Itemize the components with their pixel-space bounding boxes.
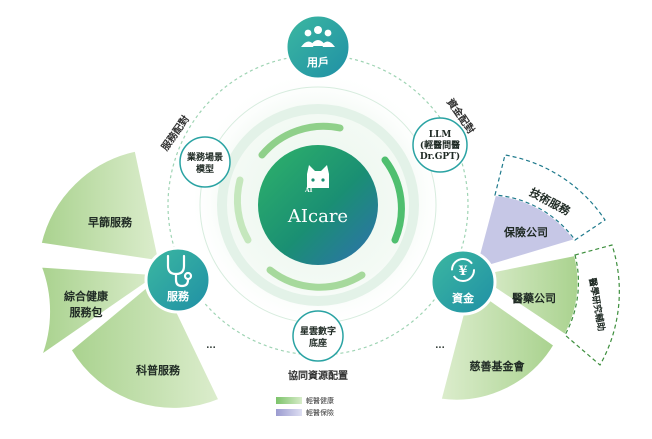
- label-pharma: 醫藥公司: [512, 291, 556, 305]
- right-sectors: 保險公司 技術服務 醫藥公司 醫學研究輔助 慈善基金會 ...: [435, 154, 620, 403]
- right-more: ...: [435, 341, 444, 351]
- label-package-line2: 服務包: [70, 305, 103, 319]
- legend-swatch-insurance: [276, 409, 302, 416]
- svg-text:模型: 模型: [196, 163, 214, 175]
- legend-label-insurance: 輕醫保險: [306, 408, 334, 417]
- svg-text:AI: AI: [304, 187, 313, 194]
- svg-text:底座: 底座: [309, 337, 327, 349]
- cat-logo-icon: AI: [304, 165, 329, 194]
- legend: 輕醫健康 輕醫保險: [276, 396, 334, 417]
- stethoscope-icon: [166, 254, 193, 288]
- sector-tech-service: [494, 154, 606, 241]
- arc-segment-right: [381, 156, 405, 244]
- left-more: ...: [206, 341, 215, 351]
- inner-circle-llm: LLM (輕醫問醫 Dr.GPT): [412, 117, 468, 173]
- svg-text:業務場景: 業務場景: [186, 151, 223, 163]
- node-service-label: 服務: [167, 289, 190, 303]
- inner-ring-2: [217, 104, 419, 306]
- core-brand-name: AIcare: [287, 206, 348, 227]
- node-user: 用戶: [284, 13, 352, 81]
- sector-science: [68, 272, 223, 411]
- label-package-line1: 綜合健康: [64, 289, 109, 303]
- node-service: 服務: [144, 246, 212, 314]
- svg-text:¥: ¥: [458, 264, 467, 279]
- users-group-icon: [301, 26, 335, 47]
- sector-research: [564, 244, 620, 366]
- svg-text:LLM: LLM: [429, 130, 452, 140]
- arc-segment-top: [258, 122, 344, 159]
- label-insurance: 保險公司: [503, 225, 548, 239]
- arc-segment-left: [233, 176, 252, 244]
- label-charity: 慈善基金會: [470, 359, 526, 373]
- inner-circle-digital-base: 星雲數字 底座: [292, 310, 344, 362]
- arc-label-resource: 協同資源配置: [288, 369, 348, 382]
- node-fund-label: 資金: [452, 291, 475, 305]
- label-science: 科普服務: [136, 363, 181, 377]
- arc-segment-bottom: [266, 266, 366, 291]
- node-user-label: 用戶: [307, 55, 329, 69]
- svg-text:Dr.GPT): Dr.GPT): [420, 151, 460, 162]
- core-circle: [258, 145, 378, 265]
- svg-text:星雲數字: 星雲數字: [300, 325, 336, 337]
- svg-text:(輕醫問醫: (輕醫問醫: [420, 139, 460, 151]
- inner-circle-business-model: 業務場景 模型: [179, 136, 231, 188]
- sector-screening: [38, 148, 162, 264]
- node-fund: ¥ 資金: [429, 248, 497, 316]
- legend-swatch-health: [276, 397, 302, 404]
- left-sectors: 早篩服務 綜合健康 服務包 科普服務 ...: [36, 148, 223, 411]
- yen-cycle-icon: ¥: [451, 258, 475, 282]
- sector-package: [36, 264, 165, 362]
- label-screening: 早篩服務: [88, 215, 133, 229]
- legend-label-health: 輕醫健康: [306, 396, 334, 405]
